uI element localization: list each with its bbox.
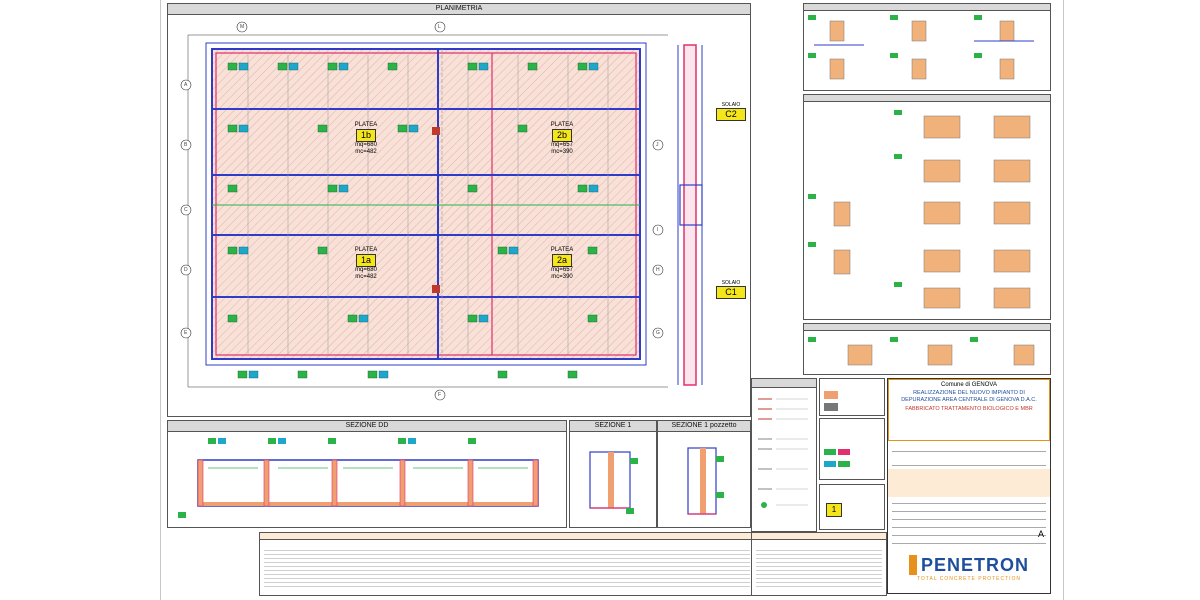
axis-label-b: B — [184, 142, 188, 148]
slab-label-1b-code: 1b — [355, 129, 376, 142]
building-title: FABBRICATO TRATTAMENTO BIOLOGICO E MBR — [905, 406, 1033, 412]
detail-thumbnails-bottom — [808, 337, 1035, 366]
detail-panel-bottom — [803, 323, 1051, 375]
slab-label-1b-volume: mc=482 — [355, 149, 377, 155]
slab-label-1b-name: PLATEA — [354, 122, 378, 128]
slab-label-2b-volume: mc=390 — [551, 149, 573, 155]
plan-view-title: PLANIMETRIA — [168, 4, 750, 15]
side-label-c1-code: C1 — [716, 286, 746, 299]
penetron-tagline: TOTAL CONCRETE PROTECTION — [916, 576, 1022, 582]
legend-panel-a — [751, 378, 817, 532]
section-1-pozzetto-title: SEZIONE 1 pozzetto — [658, 421, 750, 432]
axis-label-j: J — [656, 142, 659, 148]
notes-right-text-lines — [756, 547, 882, 589]
legend-b-swatches — [824, 391, 838, 411]
side-label-c2-code: C2 — [716, 108, 746, 121]
title-block-header: Comune di GENOVA REALIZZAZIONE DEL NUOVO… — [888, 379, 1050, 441]
slab-label-2a-volume: mc=390 — [551, 274, 573, 280]
legend-panel-b — [819, 378, 885, 416]
axis-label-m: M — [240, 24, 245, 30]
plan-view-drawing — [180, 21, 703, 401]
penetron-logo: PENETRON TOTAL CONCRETE PROTECTION — [888, 555, 1050, 589]
notes-panel-right-header — [752, 533, 886, 540]
legend-box-number: 1 — [826, 503, 842, 517]
detail-thumbnails-middle — [808, 110, 1031, 309]
slab-label-1a: PLATEA 1a mq=680 mc=482 — [336, 247, 396, 281]
detail-panel-bottom-header — [804, 324, 1050, 331]
section-1-panel: SEZIONE 1 — [569, 420, 657, 528]
detail-panel-middle-header — [804, 95, 1050, 102]
drawing-sheet: PLANIMETRIA — [160, 0, 1064, 600]
notes-left-text-lines — [264, 547, 750, 589]
notes-panel-left-header — [260, 533, 754, 540]
axis-label-c: C — [184, 207, 188, 213]
legend-c-swatches — [824, 449, 850, 467]
notes-panel-right — [751, 532, 887, 596]
project-title: REALIZZAZIONE DEL NUOVO IMPIANTO DI DEPU… — [901, 390, 1037, 403]
detail-panel-top — [803, 3, 1051, 91]
section-1-drawing — [589, 451, 638, 514]
axis-label-d: D — [184, 267, 188, 273]
axis-label-g: G — [656, 330, 660, 336]
slab-outline — [211, 48, 641, 360]
slab-label-1a-area: mq=680 — [355, 267, 377, 273]
axis-label-e: E — [184, 330, 188, 336]
slab-label-2b: PLATEA 2b mq=657 mc=390 — [532, 122, 592, 156]
slab-label-1a-volume: mc=482 — [355, 274, 377, 280]
section-1-pozzetto-drawing — [687, 447, 724, 515]
slab-label-2a-code: 2a — [551, 254, 572, 267]
slab-label-2b-code: 2b — [551, 129, 572, 142]
title-block-subject — [888, 469, 1050, 497]
section-1-title: SEZIONE 1 — [570, 421, 656, 432]
legend-panel-c — [819, 418, 885, 480]
comune-label: Comune di GENOVA — [941, 382, 997, 388]
side-label-c2: SOLAIO C2 — [716, 102, 746, 121]
detail-panel-top-header — [804, 4, 1050, 11]
side-wall-strip — [683, 44, 697, 386]
slab-label-2b-area: mq=657 — [551, 142, 573, 148]
penetron-wordmark: PENETRON — [908, 555, 1029, 575]
slab-label-1b: PLATEA 1b mq=680 mc=482 — [336, 122, 396, 156]
slab-label-2a: PLATEA 2a mq=657 mc=390 — [532, 247, 592, 281]
side-label-c1: SOLAIO C1 — [716, 280, 746, 299]
slab-label-2a-area: mq=657 — [551, 267, 573, 273]
revision-letter: A — [1037, 529, 1044, 539]
detail-panel-middle — [803, 94, 1051, 320]
slab-label-2b-name: PLATEA — [550, 122, 574, 128]
title-block: Comune di GENOVA REALIZZAZIONE DEL NUOVO… — [887, 378, 1051, 594]
section-dd-panel: SEZIONE DD — [167, 420, 567, 528]
notes-panel-left — [259, 532, 755, 596]
slab-label-1b-area: mq=680 — [355, 142, 377, 148]
legend-panel-a-header — [752, 379, 816, 388]
legend-panel-d: 1 — [819, 484, 885, 530]
legend-a-symbols — [758, 398, 808, 508]
section-dd-title: SEZIONE DD — [168, 421, 566, 432]
plan-view-panel: PLANIMETRIA — [167, 3, 751, 417]
axis-label-l: L — [438, 24, 441, 30]
side-label-c2-name: SOLAIO — [721, 102, 741, 108]
axis-label-f: F — [438, 392, 442, 398]
axis-label-i: I — [657, 227, 659, 233]
slab-label-1a-code: 1a — [355, 254, 376, 267]
detail-thumbnails-top — [808, 15, 1034, 80]
axis-label-h: H — [656, 267, 660, 273]
section-dd-drawing — [178, 438, 539, 518]
section-1-pozzetto-panel: SEZIONE 1 pozzetto — [657, 420, 751, 528]
slab-label-2a-name: PLATEA — [550, 247, 574, 253]
side-label-c1-name: SOLAIO — [721, 280, 741, 286]
slab-label-1a-name: PLATEA — [354, 247, 378, 253]
axis-label-a: A — [184, 82, 188, 88]
